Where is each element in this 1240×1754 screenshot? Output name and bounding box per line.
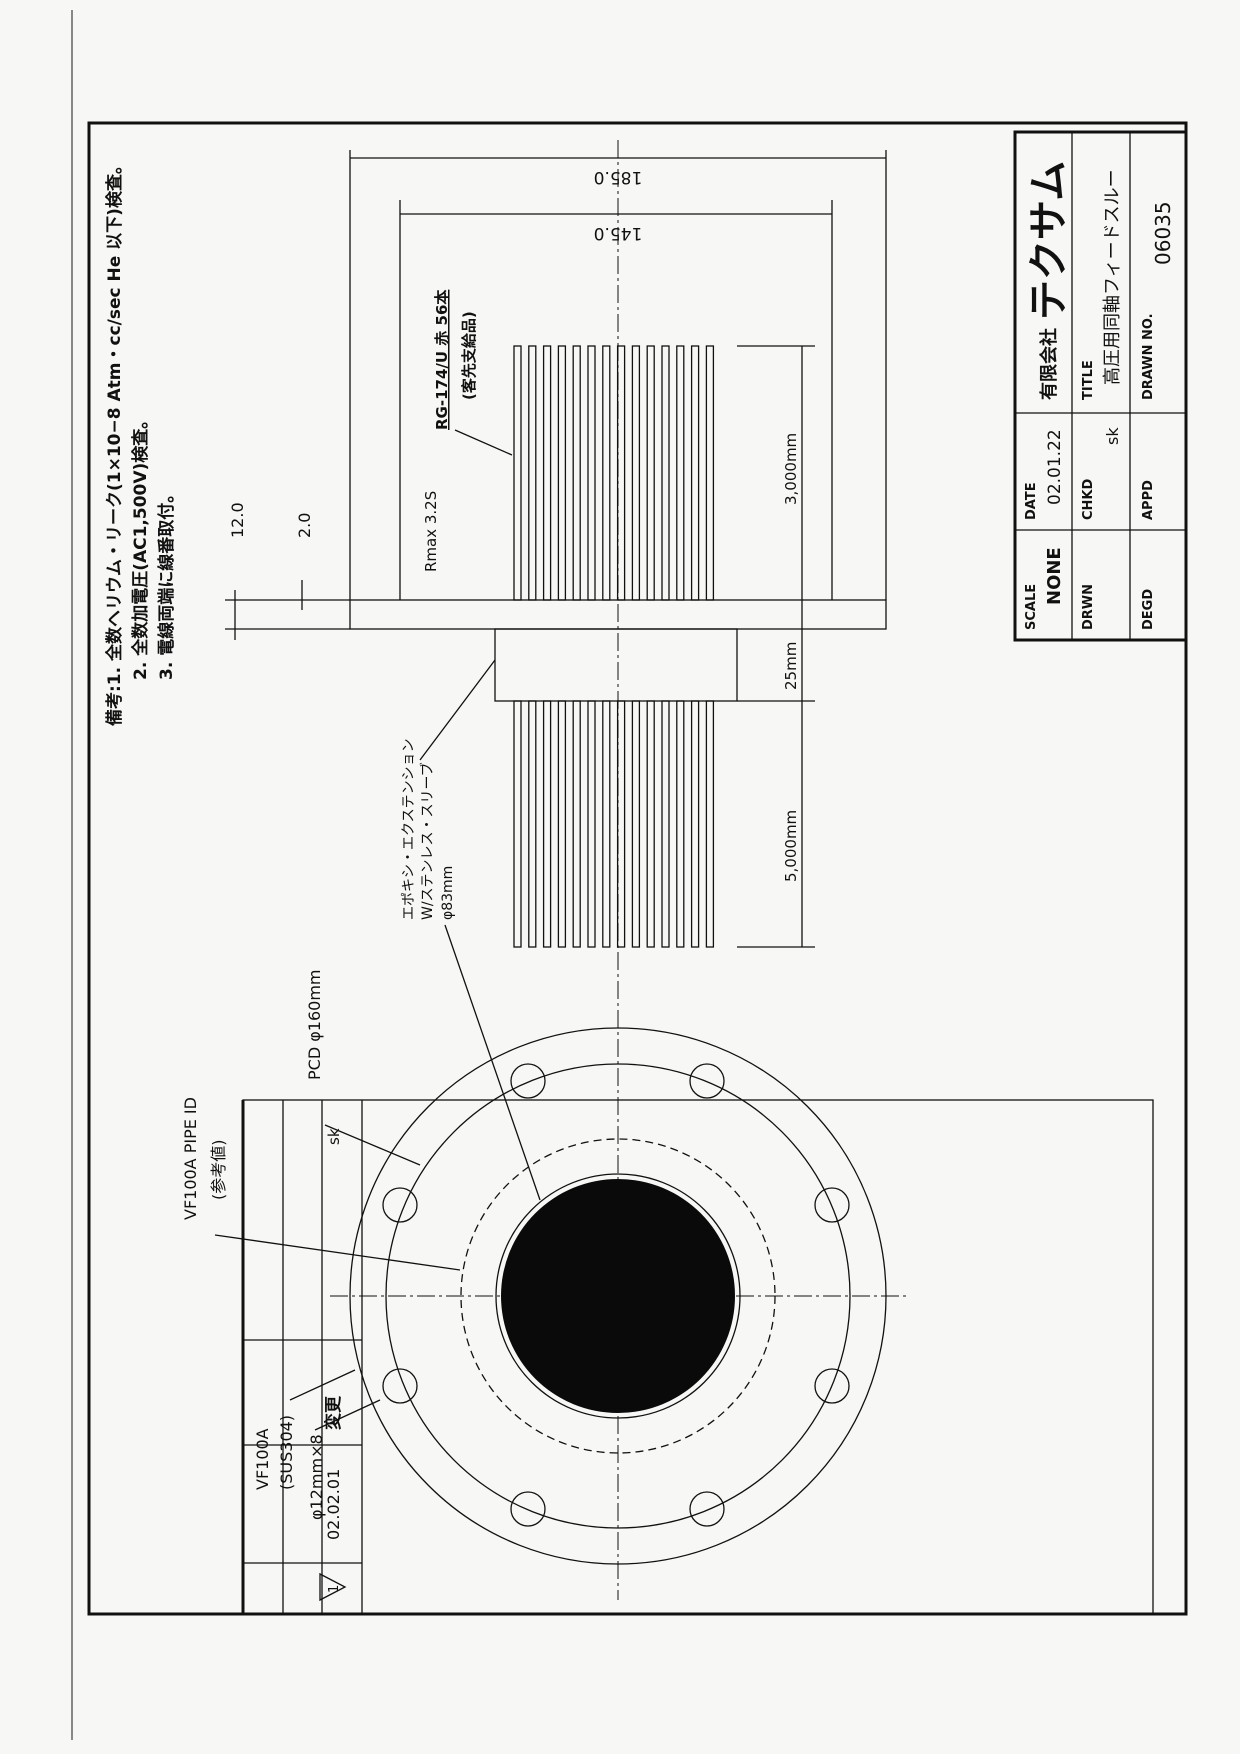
- svg-text:PCD φ160mm: PCD φ160mm: [305, 970, 324, 1081]
- svg-text:TITLE: TITLE: [1081, 360, 1096, 400]
- cable-line: [602, 345, 611, 601]
- cable-line: [616, 345, 626, 601]
- svg-text:変更: 変更: [323, 1395, 344, 1430]
- cable-line: [528, 345, 537, 601]
- drawing-title: 高圧用同軸フィードスルー: [1102, 169, 1123, 385]
- svg-text:sk: sk: [325, 1128, 343, 1145]
- svg-text:SCALE: SCALE: [1024, 584, 1039, 630]
- cable-line: [676, 700, 685, 948]
- svg-text:(SUS304): (SUS304): [277, 1415, 296, 1490]
- cable-line: [572, 700, 581, 948]
- svg-text:DEGD: DEGD: [1141, 589, 1156, 630]
- cable-line: [513, 700, 522, 948]
- annotations: RG-174/U 赤 56本 (客先支給品) Rmax 3.2S エポキシ・エク…: [181, 290, 541, 1520]
- svg-text:25mm: 25mm: [782, 642, 800, 690]
- svg-text:sk: sk: [1103, 427, 1122, 445]
- feedthrough-side-view: [349, 345, 887, 948]
- cable-line: [616, 700, 626, 948]
- svg-text:NONE: NONE: [1044, 547, 1065, 605]
- svg-text:有限会社: 有限会社: [1038, 328, 1060, 400]
- svg-text:DRAWN NO.: DRAWN NO.: [1141, 313, 1156, 400]
- title-block: SCALE NONE DATE 02.01.22 有限会社 テクサム DRWN …: [1013, 130, 1188, 642]
- svg-text:備考:1. 全数ヘリウム・リーク(1×10−8 Atm・cc: 備考:1. 全数ヘリウム・リーク(1×10−8 Atm・cc/sec He 以下…: [104, 157, 125, 726]
- cable-line: [557, 345, 567, 601]
- cables: [513, 345, 715, 948]
- cable-line: [646, 700, 655, 948]
- svg-text:12.0: 12.0: [228, 502, 247, 538]
- flange-front-view: [349, 1027, 887, 1565]
- svg-text:145.0: 145.0: [594, 223, 643, 243]
- svg-text:2.0: 2.0: [295, 513, 314, 538]
- revision-table: 1 02.02.01 変更 sk: [241, 1099, 1154, 1615]
- company-name: テクサム: [1026, 161, 1072, 320]
- cable-line: [557, 700, 567, 948]
- svg-text:Rmax 3.2S: Rmax 3.2S: [422, 491, 440, 572]
- cable-line: [631, 345, 641, 601]
- cable-line: [661, 345, 670, 601]
- svg-text:W/ステンレス・スリーブ: W/ステンレス・スリーブ: [419, 762, 436, 920]
- cable-line: [646, 345, 655, 601]
- svg-text:(客先支給品): (客先支給品): [460, 311, 478, 400]
- cable-line: [528, 700, 537, 948]
- svg-text:φ83mm: φ83mm: [440, 866, 456, 920]
- svg-text:3. 電線両端に線番取付。: 3. 電線両端に線番取付。: [156, 486, 177, 680]
- svg-text:(参考値): (参考値): [209, 1140, 228, 1201]
- cable-line: [602, 700, 611, 948]
- cable-line: [705, 700, 715, 948]
- drawing-number: 06035: [1151, 201, 1175, 265]
- cable-line: [587, 700, 596, 948]
- cable-line: [690, 345, 700, 601]
- svg-text:3,000mm: 3,000mm: [782, 433, 800, 505]
- svg-text:2. 全数加電圧(AC1,500V)検査。: 2. 全数加電圧(AC1,500V)検査。: [130, 412, 151, 680]
- cable-line: [572, 345, 581, 601]
- cable-line: [661, 700, 670, 948]
- svg-text:VF100A PIPE ID: VF100A PIPE ID: [181, 1097, 200, 1220]
- cable-line: [587, 345, 596, 601]
- cable-line: [705, 345, 715, 601]
- svg-text:DATE: DATE: [1024, 482, 1039, 520]
- svg-text:VF100A: VF100A: [253, 1428, 272, 1490]
- svg-text:CHKD: CHKD: [1081, 479, 1096, 520]
- svg-text:エポキシ・エクステンション: エポキシ・エクステンション: [401, 738, 417, 920]
- svg-text:02.01.22: 02.01.22: [1045, 429, 1065, 505]
- cable-line: [542, 700, 552, 948]
- svg-text:02.02.01: 02.02.01: [324, 1469, 343, 1540]
- svg-text:185.0: 185.0: [594, 167, 643, 187]
- svg-text:APPD: APPD: [1141, 480, 1156, 520]
- cable-line: [631, 700, 641, 948]
- cable-line: [690, 700, 700, 948]
- notes: 備考:1. 全数ヘリウム・リーク(1×10−8 Atm・cc/sec He 以下…: [104, 157, 177, 726]
- svg-text:1: 1: [327, 1585, 342, 1593]
- cable-line: [513, 345, 522, 601]
- svg-text:DRWN: DRWN: [1081, 584, 1096, 630]
- cable-line: [542, 345, 552, 601]
- dimensions: 185.0 145.0 12.0 2.0 3,000mm 25mm 5,000m…: [225, 150, 887, 948]
- bolt-holes: [382, 1063, 850, 1527]
- svg-text:RG-174/U 赤 56本: RG-174/U 赤 56本: [433, 290, 451, 430]
- svg-text:φ12mm×8: φ12mm×8: [307, 1434, 326, 1520]
- cable-line: [676, 345, 685, 601]
- svg-text:5,000mm: 5,000mm: [782, 810, 800, 882]
